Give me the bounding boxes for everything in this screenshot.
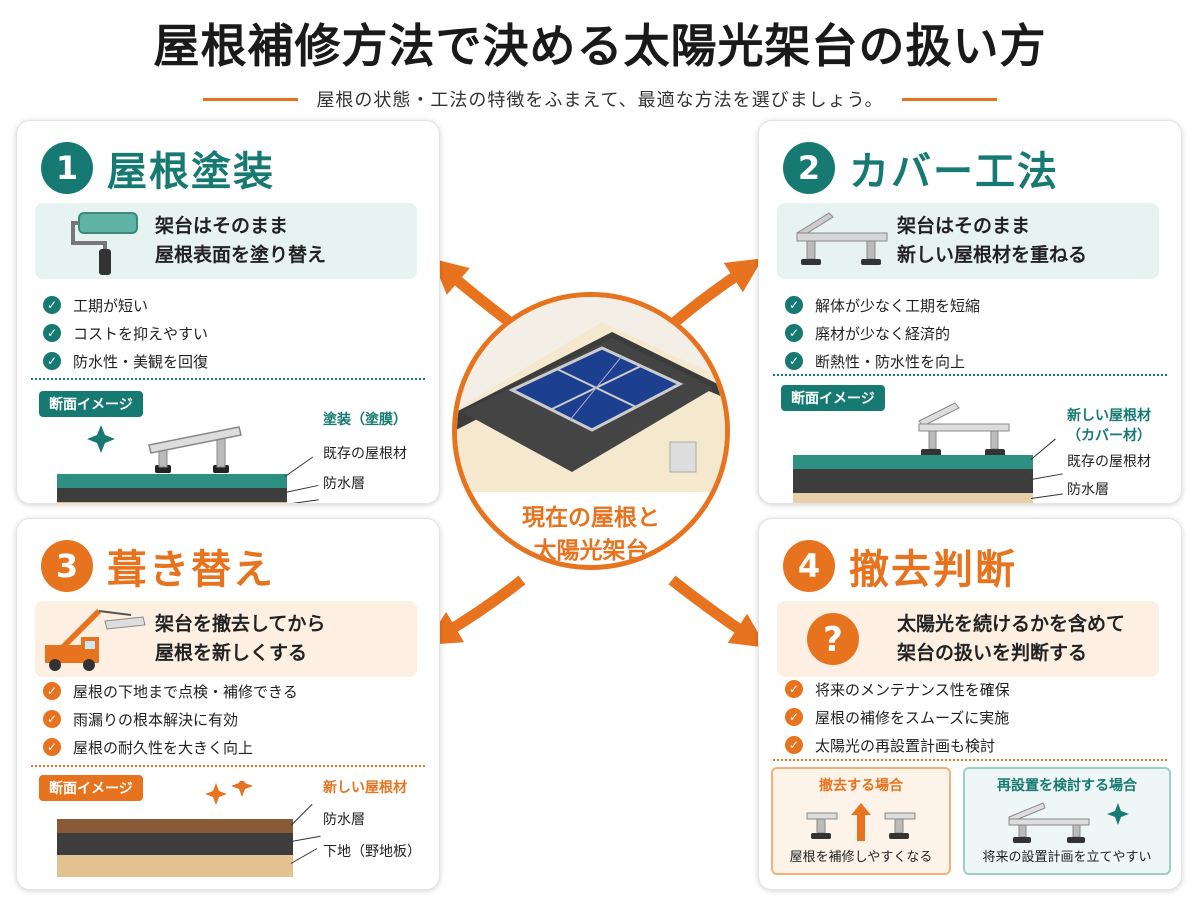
check-icon: ✓ bbox=[43, 324, 61, 342]
layer-label: 防水層 bbox=[323, 476, 365, 492]
card-2-section-tag: 断面イメージ bbox=[781, 385, 885, 411]
card-4-desc-box: ? 太陽光を続けるかを含めて 架台の扱いを判断する bbox=[777, 601, 1159, 677]
card-2-cross-section bbox=[793, 402, 1033, 503]
card-1-benefits: ✓工期が短い ✓コストを抑えやすい ✓防水性・美観を回復 bbox=[43, 291, 208, 375]
check-icon: ✓ bbox=[43, 296, 61, 314]
page-subtitle: 屋根の状態・工法の特徴をふまえて、最適な方法を選びましょう。 bbox=[316, 90, 884, 111]
current-roof-circle: 現在の屋根と 太陽光架台 bbox=[452, 292, 730, 570]
card-cover-method: 2 カバー工法 架台はそのまま 新しい屋根材を重ねる ✓解体が少なく工期を短縮 … bbox=[758, 120, 1182, 504]
reinstall-case-caption: 将来の設置計画を立てやすい bbox=[982, 850, 1152, 865]
card-2-number: 2 bbox=[783, 142, 835, 194]
card-4-benefits: ✓将来のメンテナンス性を確保 ✓屋根の補修をスムーズに実施 ✓太陽光の再設置計画… bbox=[785, 675, 1010, 759]
card-1-divider bbox=[31, 378, 425, 380]
page-title: 屋根補修方法で決める太陽光架台の扱い方 bbox=[153, 19, 1047, 73]
layer-label: 既存の屋根材 bbox=[323, 446, 407, 462]
arrow-up-icon bbox=[851, 803, 871, 841]
card-2-title: カバー工法 bbox=[849, 149, 1059, 195]
check-icon: ✓ bbox=[43, 738, 61, 756]
check-icon: ✓ bbox=[43, 352, 61, 370]
card-1-description: 架台はそのまま 屋根表面を塗り替え bbox=[155, 214, 327, 266]
question-icon: ? bbox=[777, 601, 897, 677]
list-item: ✓雨漏りの根本解決に有効 bbox=[43, 705, 298, 733]
subtitle-right-bar bbox=[901, 97, 997, 101]
list-item: ✓太陽光の再設置計画も検討 bbox=[785, 731, 1010, 759]
layer-label: 防水層 bbox=[1067, 482, 1109, 498]
list-item: ✓廃材が少なく経済的 bbox=[785, 319, 980, 347]
card-2-header: 2 カバー工法 bbox=[783, 139, 1059, 197]
card-2-benefits: ✓解体が少なく工期を短縮 ✓廃材が少なく経済的 ✓断熱性・防水性を向上 bbox=[785, 291, 980, 375]
center-label: 現在の屋根と 太陽光架台 bbox=[522, 505, 660, 565]
card-3-header: 3 葺き替え bbox=[41, 537, 275, 595]
check-icon: ✓ bbox=[785, 736, 803, 754]
list-item: ✓コストを抑えやすい bbox=[43, 319, 208, 347]
list-item: ✓解体が少なく工期を短縮 bbox=[785, 291, 980, 319]
layer-label: 既存の屋根材 bbox=[1067, 454, 1151, 470]
check-icon: ✓ bbox=[785, 296, 803, 314]
layer-label: 新しい屋根材 bbox=[1067, 408, 1151, 424]
card-1-desc-box: 架台はそのまま 屋根表面を塗り替え bbox=[35, 203, 417, 279]
layer-label: 新しい屋根材 bbox=[323, 780, 407, 796]
list-item: ✓工期が短い bbox=[43, 291, 208, 319]
arrow-to-card-4 bbox=[668, 575, 767, 648]
list-item: ✓屋根の耐久性を大きく向上 bbox=[43, 733, 298, 761]
list-item: ✓屋根の補修をスムーズに実施 bbox=[785, 703, 1010, 731]
subtitle-row: 屋根の状態・工法の特徴をふまえて、最適な方法を選びましょう。 bbox=[0, 84, 1200, 114]
layer-label: 防水層 bbox=[323, 812, 365, 828]
card-4-header: 4 撤去判断 bbox=[783, 537, 1017, 595]
subtitle-left-bar bbox=[203, 97, 299, 101]
list-item: ✓断熱性・防水性を向上 bbox=[785, 347, 980, 375]
card-1-section-tag: 断面イメージ bbox=[39, 391, 143, 417]
crane-truck-icon bbox=[35, 601, 155, 677]
card-3-section-tag: 断面イメージ bbox=[39, 775, 143, 801]
check-icon: ✓ bbox=[785, 708, 803, 726]
reinstall-case-title: 再設置を検討する場合 bbox=[997, 778, 1137, 794]
card-3-number: 3 bbox=[41, 540, 93, 592]
list-item: ✓防水性・美観を回復 bbox=[43, 347, 208, 375]
card-2-desc-box: 架台はそのまま 新しい屋根材を重ねる bbox=[777, 203, 1159, 279]
removal-case-box: 撤去する場合 屋根を補修しやすくなる bbox=[771, 767, 951, 875]
check-icon: ✓ bbox=[785, 324, 803, 342]
list-item: ✓屋根の下地まで点検・補修できる bbox=[43, 677, 298, 705]
reinstall-case-box: 再設置を検討する場合 将来の設置計画を立てやすい bbox=[963, 767, 1171, 875]
card-removal-decision: 4 撤去判断 ? 太陽光を続けるかを含めて 架台の扱いを判断する ✓将来のメンテ… bbox=[758, 518, 1182, 890]
card-1-title: 屋根塗装 bbox=[107, 149, 275, 195]
list-item: ✓将来のメンテナンス性を確保 bbox=[785, 675, 1010, 703]
removal-case-caption: 屋根を補修しやすくなる bbox=[789, 850, 933, 865]
arrow-to-card-3 bbox=[424, 575, 526, 645]
card-3-cross-section bbox=[57, 781, 293, 877]
removal-illustration bbox=[806, 803, 916, 841]
card-4-title: 撤去判断 bbox=[849, 547, 1017, 593]
check-icon: ✓ bbox=[43, 682, 61, 700]
check-icon: ✓ bbox=[785, 352, 803, 370]
reinstall-illustration bbox=[1008, 802, 1129, 843]
paint-roller-icon bbox=[35, 203, 155, 279]
card-3-benefits: ✓屋根の下地まで点検・補修できる ✓雨漏りの根本解決に有効 ✓屋根の耐久性を大き… bbox=[43, 677, 298, 761]
card-3-divider bbox=[31, 765, 425, 767]
card-roof-painting: 1 屋根塗装 架台はそのまま 屋根表面を塗り替え ✓工期が短い ✓コストを抑えや… bbox=[16, 120, 440, 504]
card-2-divider bbox=[773, 374, 1167, 376]
card-1-header: 1 屋根塗装 bbox=[41, 139, 275, 197]
check-icon: ✓ bbox=[785, 680, 803, 698]
layer-label: （カバー材） bbox=[1067, 428, 1151, 444]
card-4-divider bbox=[773, 759, 1167, 761]
card-4-number: 4 bbox=[783, 540, 835, 592]
card-3-title: 葺き替え bbox=[107, 547, 275, 593]
removal-case-title: 撤去する場合 bbox=[819, 778, 903, 794]
card-2-description: 架台はそのまま 新しい屋根材を重ねる bbox=[897, 214, 1088, 266]
mount-rack-icon bbox=[777, 203, 897, 279]
roof-solar-illustration bbox=[457, 297, 725, 492]
check-icon: ✓ bbox=[43, 710, 61, 728]
layer-label: 下地（野地板） bbox=[323, 844, 421, 860]
layer-label: 塗装（塗膜） bbox=[323, 412, 407, 428]
card-1-cross-section bbox=[57, 425, 287, 503]
card-reroofing: 3 葺き替え 架台を撤去してから 屋根を新しくする ✓屋根の下地まで点検・補修で… bbox=[16, 518, 440, 890]
card-4-description: 太陽光を続けるかを含めて 架台の扱いを判断する bbox=[897, 612, 1126, 664]
card-1-number: 1 bbox=[41, 142, 93, 194]
card-3-desc-box: 架台を撤去してから 屋根を新しくする bbox=[35, 601, 417, 677]
svg-text:?: ? bbox=[823, 620, 843, 660]
card-3-description: 架台を撤去してから 屋根を新しくする bbox=[155, 612, 326, 664]
